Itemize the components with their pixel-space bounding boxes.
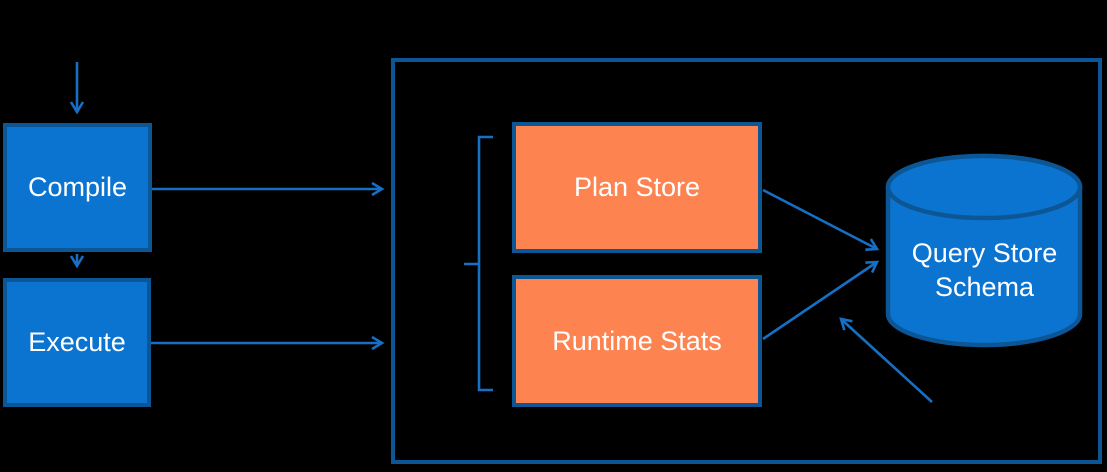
compile-label: Compile <box>27 172 128 203</box>
runtime-stats-label: Runtime Stats <box>552 325 722 356</box>
compile-node: Compile <box>3 123 152 252</box>
plan-store-node: Plan Store <box>512 122 762 253</box>
query-store-container-box <box>391 58 1102 464</box>
plan-store-label: Plan Store <box>573 172 701 203</box>
runtime-stats-node: Runtime Stats <box>512 275 762 407</box>
execute-label: Execute <box>28 327 126 358</box>
query-store-schema-label: Query Store Schema <box>911 238 1058 302</box>
execute-node: Execute <box>3 278 151 407</box>
